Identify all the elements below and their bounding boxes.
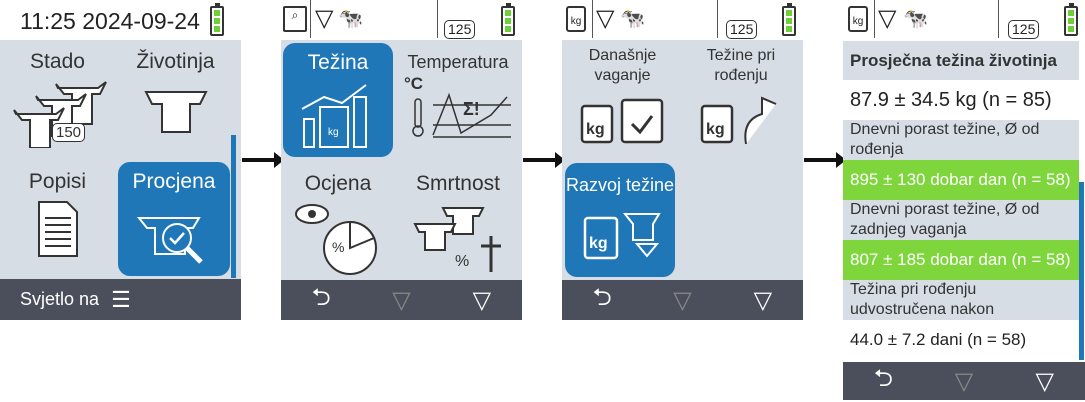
back-arrow-icon: ⮌ — [592, 283, 612, 311]
tile-label: Procjena — [132, 170, 216, 193]
weight-chart-icon: kg — [301, 84, 367, 148]
filter-icon: ▽ — [315, 5, 334, 32]
temperature-chart-icon: Σ! — [412, 92, 511, 138]
bottom-bar: Svjetlo na ☰ — [0, 279, 241, 320]
bottom-bar: ⮌ ▽ ▽ — [562, 280, 803, 320]
tile-zivotinja[interactable]: Životinja — [118, 50, 233, 138]
animal-small-icon: 🐄 — [338, 8, 363, 30]
herd-count-badge: 150 — [52, 123, 86, 142]
arrow-icon — [804, 152, 846, 168]
svg-text:%: % — [332, 239, 344, 255]
arrow-icon — [523, 152, 565, 168]
svg-text:%: % — [455, 253, 469, 270]
svg-text:Σ!: Σ! — [463, 99, 480, 119]
weight-stork-icon: kg — [700, 96, 777, 145]
evaluation-icon — [136, 217, 203, 264]
filter-minus-icon: ▽ — [392, 286, 411, 314]
battery-icon — [1064, 3, 1078, 36]
tile-birth-weights[interactable]: Težine pri rođenju kg — [682, 46, 800, 146]
filter-icon: ▽ — [472, 286, 492, 314]
average-weight-value: 87.9 ± 34.5 kg (n = 85) — [850, 89, 1052, 111]
tile-label: Težina — [307, 51, 369, 74]
row-value: 44.0 ± 7.2 dani (n = 58) — [850, 330, 1027, 349]
clock: 11:25 2024-09-24 — [20, 8, 200, 34]
tile-label: Današnje vaganje — [588, 47, 657, 84]
section-title: Prosječna težina životinja — [843, 41, 1079, 80]
animal-small-icon: 🐄 — [620, 8, 645, 30]
remove-filter-button[interactable]: ▽ — [642, 286, 722, 315]
mortality-icon: % — [413, 207, 501, 272]
filter-button[interactable]: ▽ — [723, 286, 803, 315]
weight-herd-filter-icon: kg — [583, 213, 661, 260]
tile-weight-development[interactable]: Razvoj težine kg — [565, 163, 675, 277]
tile-stado[interactable]: Stado 150 — [0, 50, 115, 148]
battery-icon — [782, 3, 796, 36]
bottom-bar: ⮌ ▽ ▽ — [281, 280, 522, 320]
filter-minus-icon: ▽ — [673, 286, 692, 314]
menu-icon[interactable]: ☰ — [111, 286, 131, 312]
remove-filter-button[interactable]: ▽ — [361, 286, 441, 315]
tile-label: Životinja — [136, 50, 215, 73]
arrow-icon — [242, 152, 284, 168]
tile-temperatura[interactable]: Temperatura °C Σ! — [396, 52, 520, 145]
row-label: Dnevni porast težine, Ø od zadnjeg vagan… — [843, 200, 1079, 240]
tile-label: Smrtnost — [415, 172, 501, 195]
scrollbar[interactable] — [231, 135, 236, 278]
tile-label: Ocjena — [304, 172, 372, 195]
score-pie-icon: % — [295, 204, 377, 275]
evaluation-small-icon: ⌕ — [283, 6, 307, 32]
weight-small-icon: kg — [566, 6, 586, 32]
animal-icon — [143, 91, 208, 133]
filter-icon: ▽ — [753, 286, 773, 314]
tile-label: Popisi — [28, 170, 87, 193]
filter-button[interactable]: ▽ — [1004, 367, 1085, 396]
filter-icon: ▽ — [1035, 367, 1054, 395]
back-arrow-icon: ⮌ — [311, 283, 331, 311]
remove-filter-button[interactable]: ▽ — [924, 367, 1005, 396]
row-label: Težina pri rođenju udvostručena nakon — [843, 280, 1079, 320]
tile-label: Razvoj težine — [565, 175, 675, 195]
scrollbar[interactable] — [1079, 182, 1084, 360]
back-button[interactable]: ⮌ — [562, 280, 642, 321]
back-arrow-icon: ⮌ — [873, 364, 893, 392]
tile-tezina[interactable]: Težina kg — [283, 43, 393, 157]
tile-ocjena[interactable]: Ocjena % — [283, 172, 393, 280]
herd-count-badge: 125 — [726, 20, 758, 39]
battery-icon — [501, 3, 515, 36]
back-button[interactable]: ⮌ — [281, 280, 361, 321]
weight-small-icon: kg — [848, 6, 868, 32]
filter-button[interactable]: ▽ — [442, 286, 522, 315]
back-button[interactable]: ⮌ — [843, 361, 924, 402]
herd-count-badge: 125 — [1008, 20, 1040, 39]
tile-smrtnost[interactable]: Smrtnost % — [396, 172, 520, 280]
row-value: 807 ± 185 dobar dan (n = 58) — [843, 240, 1079, 280]
list-document-icon — [37, 201, 78, 257]
tile-label: Stado — [30, 50, 85, 73]
battery-icon — [210, 3, 224, 36]
bottom-bar: ⮌ ▽ ▽ — [843, 362, 1085, 400]
weight-calendar-icon: kg — [580, 98, 663, 144]
tile-label: Temperatura — [407, 52, 509, 72]
light-toggle-label[interactable]: Svjetlo na — [20, 289, 100, 309]
row-value: 895 ± 130 dobar dan (n = 58) — [843, 160, 1079, 200]
svg-text:kg: kg — [328, 127, 339, 138]
filter-minus-icon: ▽ — [954, 367, 974, 395]
svg-text:kg: kg — [706, 121, 725, 138]
animal-small-icon: 🐄 — [903, 8, 928, 30]
svg-text:kg: kg — [586, 121, 605, 138]
svg-text:kg: kg — [589, 235, 608, 252]
celsius-label: °C — [404, 74, 424, 93]
tile-label: Težine pri rođenju — [706, 47, 776, 84]
filter-icon: ▽ — [878, 5, 897, 32]
tile-todays-weighing[interactable]: Današnje vaganje kg — [565, 46, 680, 146]
herd-count-badge: 125 — [444, 20, 476, 39]
tile-popisi[interactable]: Popisi — [0, 170, 115, 260]
row-label: Dnevni porast težine, Ø od rođenja — [843, 120, 1079, 160]
tile-procjena[interactable]: Procjena — [118, 162, 230, 276]
filter-icon: ▽ — [596, 5, 615, 32]
